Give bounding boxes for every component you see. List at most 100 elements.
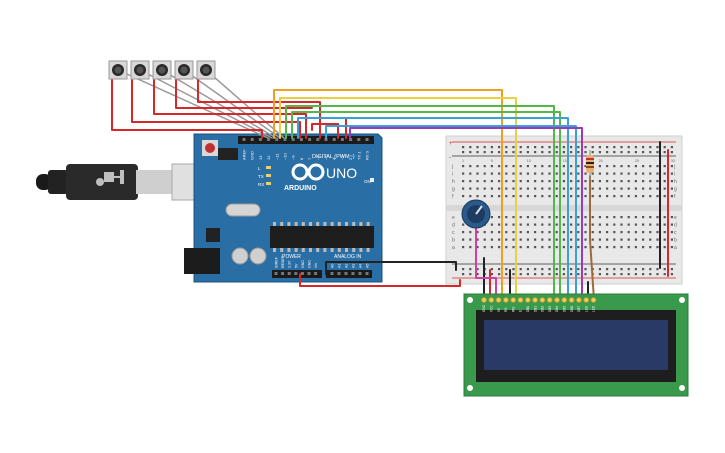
breadboard-hole[interactable] [642, 273, 645, 276]
lcd-pin[interactable] [510, 297, 517, 303]
breadboard-hole[interactable] [627, 268, 630, 271]
breadboard-hole[interactable] [483, 238, 486, 241]
breadboard-hole[interactable] [634, 151, 637, 154]
breadboard-hole[interactable] [656, 273, 659, 276]
breadboard-hole[interactable] [620, 268, 623, 271]
breadboard-hole[interactable] [548, 238, 551, 241]
breadboard-hole[interactable] [555, 246, 558, 249]
breadboard-hole[interactable] [469, 172, 472, 175]
breadboard-hole[interactable] [462, 231, 465, 234]
digital-pin[interactable] [316, 138, 320, 141]
digital-pin[interactable] [291, 138, 295, 141]
breadboard-hole[interactable] [584, 238, 587, 241]
breadboard-hole[interactable] [656, 246, 659, 249]
breadboard-hole[interactable] [627, 165, 630, 168]
breadboard-hole[interactable] [526, 246, 529, 249]
breadboard-hole[interactable] [548, 231, 551, 234]
breadboard-hole[interactable] [577, 273, 580, 276]
breadboard-hole[interactable] [670, 223, 673, 226]
lcd-pin[interactable] [495, 297, 502, 303]
breadboard-hole[interactable] [670, 165, 673, 168]
lcd-pin[interactable] [554, 297, 560, 303]
breadboard-hole[interactable] [498, 223, 501, 226]
breadboard-hole[interactable] [642, 146, 645, 149]
breadboard-hole[interactable] [656, 187, 659, 190]
breadboard-hole[interactable] [627, 223, 630, 226]
breadboard-hole[interactable] [642, 195, 645, 198]
breadboard-hole[interactable] [634, 187, 637, 190]
breadboard-hole[interactable] [613, 172, 616, 175]
breadboard-hole[interactable] [462, 146, 465, 149]
breadboard-hole[interactable] [620, 195, 623, 198]
breadboard-hole[interactable] [483, 187, 486, 190]
breadboard-hole[interactable] [598, 216, 601, 219]
breadboard-hole[interactable] [469, 246, 472, 249]
breadboard-hole[interactable] [490, 223, 493, 226]
breadboard-hole[interactable] [519, 216, 522, 219]
breadboard-hole[interactable] [670, 146, 673, 149]
breadboard-hole[interactable] [584, 223, 587, 226]
breadboard-hole[interactable] [462, 180, 465, 183]
breadboard-hole[interactable] [584, 268, 587, 271]
breadboard-hole[interactable] [505, 187, 508, 190]
breadboard-hole[interactable] [620, 246, 623, 249]
breadboard-hole[interactable] [462, 268, 465, 271]
breadboard-hole[interactable] [570, 231, 573, 234]
breadboard-hole[interactable] [642, 216, 645, 219]
breadboard-hole[interactable] [634, 180, 637, 183]
breadboard-hole[interactable] [505, 273, 508, 276]
breadboard-hole[interactable] [649, 216, 652, 219]
digital-pin[interactable] [324, 138, 328, 141]
breadboard-hole[interactable] [555, 238, 558, 241]
breadboard-hole[interactable] [519, 172, 522, 175]
breadboard-hole[interactable] [498, 268, 501, 271]
breadboard-hole[interactable] [613, 195, 616, 198]
breadboard-hole[interactable] [555, 231, 558, 234]
breadboard-hole[interactable] [519, 231, 522, 234]
breadboard-hole[interactable] [649, 223, 652, 226]
breadboard-hole[interactable] [476, 146, 479, 149]
breadboard-hole[interactable] [627, 180, 630, 183]
breadboard-hole[interactable] [483, 172, 486, 175]
breadboard-hole[interactable] [634, 238, 637, 241]
breadboard-hole[interactable] [591, 195, 594, 198]
breadboard-hole[interactable] [606, 246, 609, 249]
digital-pin[interactable] [365, 138, 369, 141]
breadboard-hole[interactable] [584, 195, 587, 198]
breadboard-hole[interactable] [526, 187, 529, 190]
analog-pin[interactable] [344, 272, 348, 275]
breadboard-hole[interactable] [534, 146, 537, 149]
breadboard-hole[interactable] [541, 273, 544, 276]
breadboard-hole[interactable] [591, 238, 594, 241]
breadboard-hole[interactable] [512, 273, 515, 276]
breadboard-hole[interactable] [462, 195, 465, 198]
breadboard-hole[interactable] [526, 216, 529, 219]
breadboard-hole[interactable] [642, 151, 645, 154]
breadboard-hole[interactable] [469, 180, 472, 183]
breadboard-hole[interactable] [534, 268, 537, 271]
breadboard-hole[interactable] [570, 165, 573, 168]
lcd-pin[interactable] [488, 297, 495, 303]
breadboard-hole[interactable] [512, 216, 515, 219]
breadboard-hole[interactable] [498, 216, 501, 219]
breadboard-hole[interactable] [505, 195, 508, 198]
breadboard-hole[interactable] [584, 231, 587, 234]
breadboard-hole[interactable] [627, 172, 630, 175]
breadboard-hole[interactable] [634, 268, 637, 271]
breadboard-hole[interactable] [498, 246, 501, 249]
breadboard-hole[interactable] [519, 146, 522, 149]
breadboard-hole[interactable] [555, 268, 558, 271]
breadboard-hole[interactable] [476, 238, 479, 241]
breadboard-hole[interactable] [570, 195, 573, 198]
breadboard-hole[interactable] [505, 246, 508, 249]
breadboard-hole[interactable] [620, 238, 623, 241]
digital-pin[interactable] [349, 138, 353, 141]
breadboard-hole[interactable] [541, 238, 544, 241]
breadboard-hole[interactable] [627, 238, 630, 241]
breadboard-hole[interactable] [656, 195, 659, 198]
breadboard-hole[interactable] [642, 180, 645, 183]
breadboard-hole[interactable] [598, 187, 601, 190]
breadboard-hole[interactable] [591, 146, 594, 149]
breadboard-hole[interactable] [476, 151, 479, 154]
breadboard-hole[interactable] [548, 146, 551, 149]
